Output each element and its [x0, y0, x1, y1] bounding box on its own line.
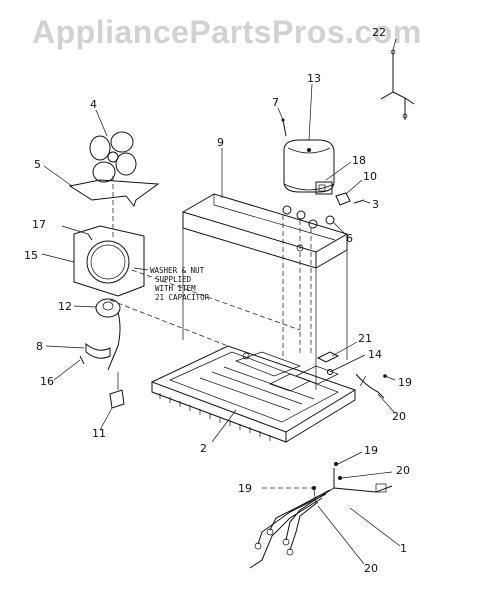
part-3-screw: [353, 199, 371, 204]
callout-19-mid: 19: [364, 444, 378, 457]
callout-19-left: 19: [238, 482, 252, 495]
callout-9: 9: [217, 136, 224, 149]
part-8-clip: [45, 342, 111, 359]
capacitor-note: WASHER & NUT SUPPLIED WITH ITEM 21 CAPAC…: [150, 266, 210, 302]
callout-13: 13: [307, 72, 321, 85]
part-7-screw: [277, 107, 287, 137]
callout-20-upper: 20: [392, 410, 406, 423]
callout-20-lower: 20: [364, 562, 378, 575]
note-line-1: WASHER & NUT: [150, 266, 205, 275]
note-line-3: WITH ITEM: [155, 284, 196, 293]
callout-7: 7: [272, 96, 279, 109]
part-12-fan-motor: [73, 298, 121, 371]
part-13-compressor: [282, 83, 352, 235]
callout-2: 2: [200, 442, 207, 455]
watermark-logo: AppliancePartsPros.com: [32, 14, 422, 50]
part-21-capacitor: [316, 341, 358, 363]
callout-16: 16: [40, 375, 54, 388]
part-14-clip: [327, 354, 366, 375]
callout-18: 18: [352, 154, 366, 167]
callout-20-mid: 20: [396, 464, 410, 477]
callout-3: 3: [372, 198, 379, 211]
callout-15: 15: [24, 249, 38, 262]
callout-4: 4: [90, 98, 97, 111]
part-16-screw: [53, 355, 85, 381]
note-line-4: 21 CAPACITOR: [155, 293, 210, 302]
callout-17: 17: [32, 218, 46, 231]
callout-1: 1: [400, 542, 407, 555]
part-22-bracket: [380, 38, 415, 120]
part-11-connector: [99, 372, 125, 431]
callout-6: 6: [346, 232, 353, 245]
callout-10: 10: [363, 170, 377, 183]
callout-5: 5: [34, 158, 41, 171]
part-2-base-pan: [150, 345, 357, 443]
part-18-relay: [315, 181, 333, 195]
callout-12: 12: [58, 300, 72, 313]
callout-8: 8: [36, 340, 43, 353]
callout-11: 11: [92, 427, 106, 440]
part-17-screw: [87, 233, 93, 241]
part-15-fan-bracket: [41, 225, 145, 297]
part-4-fan-blade: [89, 109, 137, 240]
callout-14: 14: [368, 348, 382, 361]
part-10-overload: [335, 179, 363, 206]
part-5-shroud: [43, 165, 160, 208]
part-9-panel: [181, 148, 349, 390]
note-line-2: SUPPLIED: [155, 275, 192, 284]
callout-22: 22: [372, 26, 386, 39]
part-1-wire-harness: [249, 451, 401, 569]
part-20-wire-upper: [355, 373, 396, 413]
callout-19-upper: 19: [398, 376, 412, 389]
callout-21: 21: [358, 332, 372, 345]
